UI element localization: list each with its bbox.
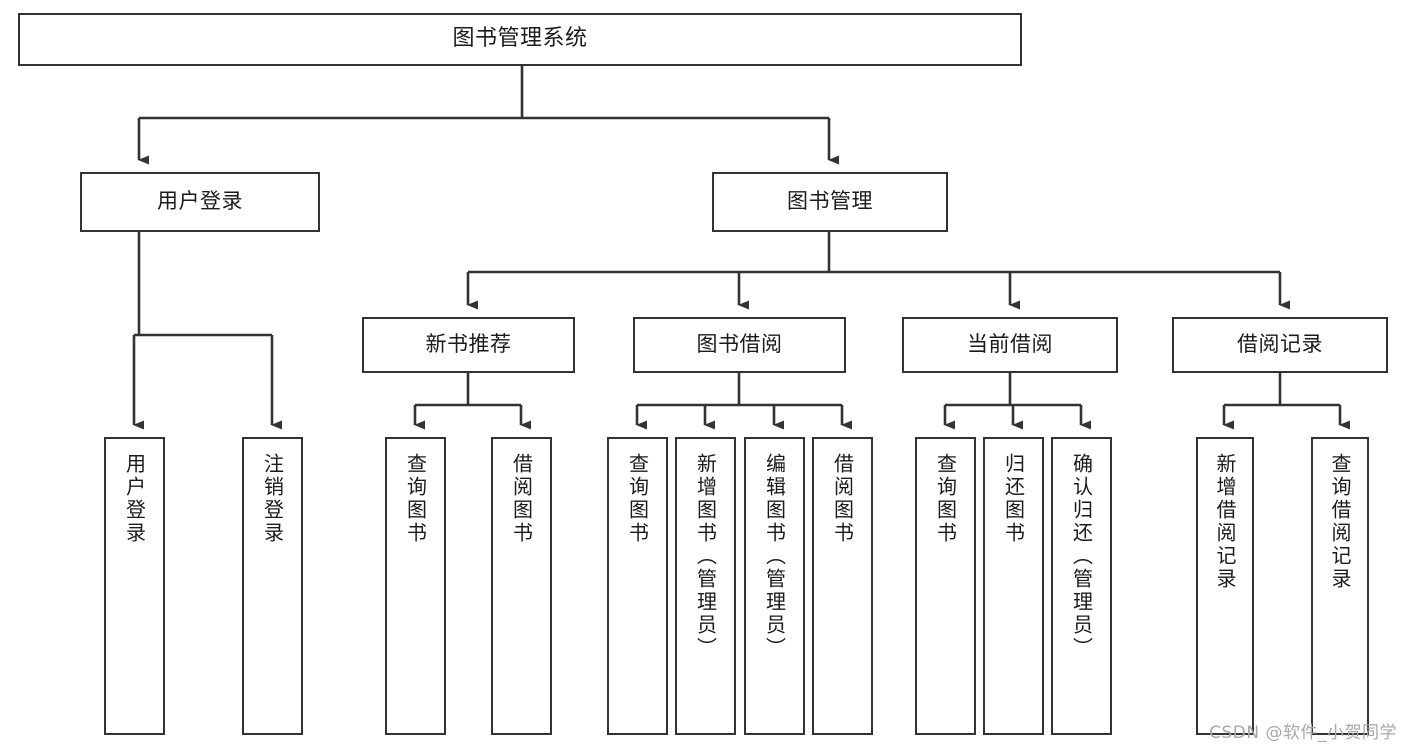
node-leaf-user-login-label: 用户登录 xyxy=(122,453,147,545)
node-leaf-edit-book-label: 编辑图书（管理员） xyxy=(762,453,787,660)
node-leaf-query-book-1[interactable]: 查询图书 xyxy=(385,437,446,735)
node-leaf-query-record-label: 查询借阅记录 xyxy=(1328,453,1352,591)
node-leaf-add-book[interactable]: 新增图书（管理员） xyxy=(675,437,736,735)
node-leaf-add-record[interactable]: 新增借阅记录 xyxy=(1196,437,1254,735)
node-book-management-label: 图书管理 xyxy=(787,189,873,214)
node-new-book-recommend[interactable]: 新书推荐 xyxy=(362,317,575,373)
node-book-borrow[interactable]: 图书借阅 xyxy=(633,317,846,373)
node-leaf-query-record[interactable]: 查询借阅记录 xyxy=(1311,437,1369,735)
node-leaf-confirm-return[interactable]: 确认归还（管理员） xyxy=(1051,437,1112,735)
node-leaf-user-login[interactable]: 用户登录 xyxy=(104,437,165,735)
node-leaf-add-book-label: 新增图书（管理员） xyxy=(693,453,718,660)
node-leaf-borrow-book-1-label: 借阅图书 xyxy=(509,453,534,545)
node-leaf-add-record-label: 新增借阅记录 xyxy=(1213,453,1237,591)
node-book-management[interactable]: 图书管理 xyxy=(712,172,948,232)
node-leaf-logout-login-label: 注销登录 xyxy=(260,453,285,545)
node-new-book-recommend-label: 新书推荐 xyxy=(425,332,512,357)
node-leaf-query-book-2[interactable]: 查询图书 xyxy=(607,437,668,735)
node-current-borrow[interactable]: 当前借阅 xyxy=(902,317,1118,373)
node-current-borrow-label: 当前借阅 xyxy=(967,332,1053,357)
node-leaf-query-book-2-label: 查询图书 xyxy=(625,453,650,545)
node-leaf-confirm-return-label: 确认归还（管理员） xyxy=(1069,453,1094,660)
node-root[interactable]: 图书管理系统 xyxy=(18,13,1022,66)
node-leaf-return-book-label: 归还图书 xyxy=(1001,453,1026,545)
node-book-borrow-label: 图书借阅 xyxy=(696,332,783,357)
node-user-login-label: 用户登录 xyxy=(157,189,243,214)
node-root-label: 图书管理系统 xyxy=(452,26,588,52)
node-leaf-return-book[interactable]: 归还图书 xyxy=(983,437,1044,735)
watermark-text: CSDN @软件_小贺同学 xyxy=(1209,723,1397,743)
node-leaf-borrow-book-2[interactable]: 借阅图书 xyxy=(812,437,873,735)
node-leaf-query-book-1-label: 查询图书 xyxy=(403,453,428,545)
node-leaf-logout-login[interactable]: 注销登录 xyxy=(242,437,303,735)
node-leaf-edit-book[interactable]: 编辑图书（管理员） xyxy=(744,437,805,735)
node-borrow-record[interactable]: 借阅记录 xyxy=(1172,317,1388,373)
node-leaf-query-book-3[interactable]: 查询图书 xyxy=(915,437,976,735)
node-leaf-borrow-book-1[interactable]: 借阅图书 xyxy=(491,437,552,735)
node-leaf-borrow-book-2-label: 借阅图书 xyxy=(830,453,855,545)
node-borrow-record-label: 借阅记录 xyxy=(1237,332,1323,357)
node-leaf-query-book-3-label: 查询图书 xyxy=(933,453,958,545)
node-user-login[interactable]: 用户登录 xyxy=(80,172,320,232)
